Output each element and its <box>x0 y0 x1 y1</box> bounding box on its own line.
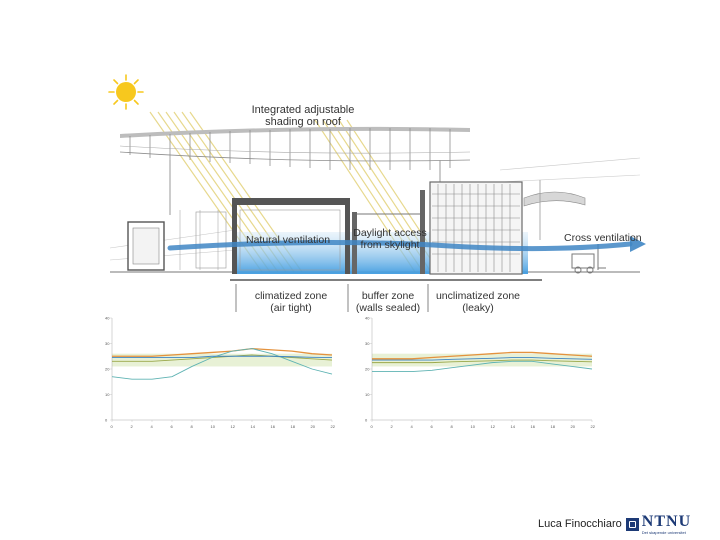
x-tick-label: 8 <box>191 424 194 429</box>
y-tick-label: 30 <box>365 341 370 346</box>
ntnu-logo-text: NTNU Det skapende universitet <box>641 512 692 535</box>
ventilation-arrow <box>167 236 646 252</box>
sun-icon <box>108 74 144 110</box>
x-tick-label: 12 <box>231 424 236 429</box>
brand-name: NTNU <box>641 512 692 530</box>
y-tick-label: 0 <box>105 418 108 423</box>
x-tick-label: 18 <box>291 424 296 429</box>
y-tick-label: 20 <box>365 367 370 372</box>
zone-climatized-label: climatized zone <box>255 290 328 302</box>
series-line-3 <box>372 357 593 361</box>
series-line-1 <box>112 347 333 357</box>
zone-dividers <box>235 284 429 312</box>
author-name: Luca Finocchiaro <box>538 518 622 530</box>
series-line-2 <box>111 348 333 380</box>
series-line-1 <box>372 351 593 360</box>
x-tick-label: 16 <box>271 424 276 429</box>
x-tick-label: 18 <box>551 424 556 429</box>
zone-buffer-label: buffer zone <box>362 290 415 302</box>
y-tick-label: 40 <box>105 316 110 321</box>
series-line-0 <box>112 354 333 362</box>
unclimatized-module <box>429 180 586 275</box>
comfort-band <box>372 353 592 367</box>
x-tick-label: 22 <box>591 424 596 429</box>
left-container <box>127 210 227 271</box>
x-tick-label: 2 <box>131 424 134 429</box>
zone-unclimatized-label: unclimatized zone <box>436 290 520 302</box>
roof-shading <box>119 126 471 215</box>
series-line-0 <box>372 359 593 364</box>
y-tick-label: 20 <box>105 367 110 372</box>
roof-shading-label-2: shading on roof <box>265 116 342 128</box>
x-tick-label: 10 <box>211 424 216 429</box>
x-tick-label: 4 <box>411 424 414 429</box>
daylight-label-2: from skylight <box>361 239 420 251</box>
temperature-chart-left: 0 10 20 30 40 0 2 4 6 8 10 12 14 16 18 20 22 <box>105 316 336 430</box>
x-tick-label: 2 <box>391 424 394 429</box>
x-tick-label: 22 <box>331 424 336 429</box>
y-tick-label: 10 <box>365 392 370 397</box>
x-tick-label: 14 <box>511 424 516 429</box>
roof-shading-label-1: Integrated adjustable <box>252 104 355 116</box>
x-tick-label: 20 <box>571 424 576 429</box>
zone-climatized-sub: (air tight) <box>270 302 311 314</box>
zone-unclimatized-sub: (leaky) <box>462 302 494 314</box>
daylight-label-1: Daylight access <box>353 227 427 239</box>
natural-ventilation-label: Natural ventilation <box>246 234 330 246</box>
temperature-chart-right: 0 10 20 30 40 0 2 4 6 8 10 12 14 16 18 20 22 <box>365 316 596 430</box>
x-tick-label: 6 <box>171 424 174 429</box>
x-tick-label: 20 <box>311 424 316 429</box>
x-tick-label: 4 <box>151 424 154 429</box>
x-tick-label: 6 <box>431 424 434 429</box>
zone-buffer-sub: (walls sealed) <box>356 302 420 314</box>
x-tick-label: 14 <box>251 424 256 429</box>
x-tick-label: 10 <box>471 424 476 429</box>
series-line-2 <box>372 360 593 372</box>
y-tick-label: 40 <box>365 316 370 321</box>
ntnu-logo-icon <box>625 517 639 531</box>
series-line-3 <box>112 355 333 358</box>
y-tick-label: 10 <box>105 392 110 397</box>
x-tick-label: 8 <box>451 424 454 429</box>
x-tick-label: 16 <box>531 424 536 429</box>
cross-ventilation-label: Cross ventilation <box>564 232 642 244</box>
x-tick-label: 0 <box>371 424 374 429</box>
x-tick-label: 0 <box>111 424 114 429</box>
x-tick-label: 12 <box>491 424 496 429</box>
y-tick-label: 30 <box>105 341 110 346</box>
footer: Luca Finocchiaro NTNU Det skapende unive… <box>538 512 692 535</box>
y-tick-label: 0 <box>365 418 368 423</box>
brand-tagline: Det skapende universitet <box>641 529 686 535</box>
